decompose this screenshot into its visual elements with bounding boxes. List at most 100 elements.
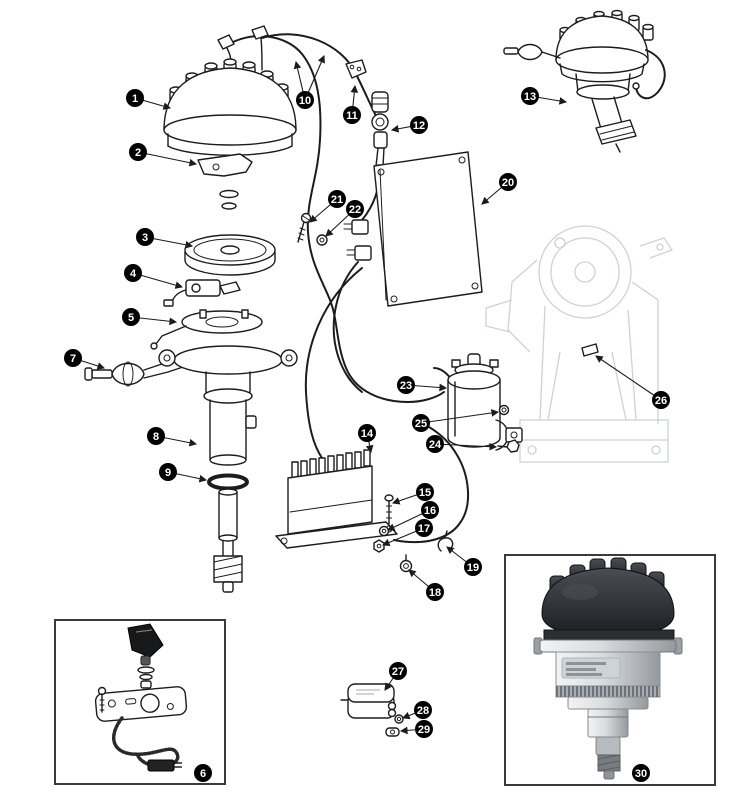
callout-2-balloon[interactable] — [129, 143, 147, 161]
callout-1[interactable]: 1 — [126, 89, 144, 107]
callout-29[interactable]: 29 — [415, 720, 433, 738]
callout-27[interactable]: 27 — [389, 662, 407, 680]
amplifier-heatsink — [275, 449, 398, 549]
callout-1-balloon[interactable] — [126, 89, 144, 107]
callout-16-balloon[interactable] — [421, 501, 439, 519]
electronic-distributor-box — [504, 554, 716, 786]
callout-25-leader — [420, 409, 500, 424]
callout-21-balloon[interactable] — [328, 190, 346, 208]
drive-shaft-gear — [213, 488, 243, 593]
callout-3-balloon[interactable] — [136, 228, 154, 246]
pickup-module — [163, 279, 241, 307]
callout-24[interactable]: 24 — [426, 435, 444, 453]
callout-10-balloon[interactable] — [296, 91, 314, 109]
ignition-module — [343, 151, 483, 307]
coil-bracket — [495, 419, 523, 453]
callout-28[interactable]: 28 — [414, 701, 432, 719]
distributor-body — [158, 345, 298, 466]
callout-24-balloon[interactable] — [426, 435, 444, 453]
module-grommet — [385, 727, 400, 737]
callout-26-leader — [595, 355, 662, 401]
callout-4[interactable]: 4 — [124, 264, 142, 282]
o-ring — [207, 473, 249, 491]
callout-30[interactable]: 30 — [632, 764, 650, 782]
mounting-screw — [297, 212, 312, 243]
callout-13-balloon[interactable] — [521, 87, 539, 105]
callout-11[interactable]: 11 — [343, 106, 361, 124]
callout-9[interactable]: 9 — [159, 463, 177, 481]
callout-24-leader — [434, 442, 498, 451]
ghost-engine-mount — [485, 225, 673, 463]
callout-8-balloon[interactable] — [147, 427, 165, 445]
distributor-assembly — [503, 9, 666, 153]
callout-26-balloon[interactable] — [652, 391, 670, 409]
callout-12-balloon[interactable] — [410, 116, 428, 134]
callout-10[interactable]: 10 — [296, 91, 314, 109]
callout-4-balloon[interactable] — [124, 264, 142, 282]
callout-25[interactable]: 25 — [412, 414, 430, 432]
ignition-coil — [447, 353, 501, 448]
callout-22-balloon[interactable] — [346, 200, 364, 218]
callout-19-balloon[interactable] — [464, 558, 482, 576]
callout-14-balloon[interactable] — [358, 424, 376, 442]
callout-20-balloon[interactable] — [499, 173, 517, 191]
callout-13[interactable]: 13 — [521, 87, 539, 105]
electronic-distributor — [533, 557, 683, 780]
callout-7[interactable]: 7 — [64, 349, 82, 367]
amp-nut — [373, 539, 385, 553]
module-washer — [394, 714, 404, 724]
base-plate — [150, 309, 263, 350]
callout-19[interactable]: 19 — [464, 558, 482, 576]
callout-7-balloon[interactable] — [64, 349, 82, 367]
callout-11-balloon[interactable] — [343, 106, 361, 124]
callout-26[interactable]: 26 — [652, 391, 670, 409]
wiring-harness — [225, 33, 470, 544]
callout-17[interactable]: 17 — [415, 519, 433, 537]
ht-leads — [217, 25, 269, 71]
callout-15-balloon[interactable] — [416, 483, 434, 501]
callout-12[interactable]: 12 — [410, 116, 428, 134]
coil-washer — [498, 404, 510, 416]
distributor-cap — [163, 58, 297, 156]
dust-cover — [184, 234, 276, 276]
callout-17-balloon[interactable] — [415, 519, 433, 537]
callout-25-balloon[interactable] — [412, 414, 430, 432]
amp-screw — [384, 494, 394, 525]
callout-8[interactable]: 8 — [147, 427, 165, 445]
callout-14[interactable]: 14 — [358, 424, 376, 442]
spacer-rings — [219, 189, 239, 210]
callout-18-balloon[interactable] — [426, 583, 444, 601]
callout-3[interactable]: 3 — [136, 228, 154, 246]
callout-27-balloon[interactable] — [389, 662, 407, 680]
interface-module — [340, 683, 397, 719]
callout-6-balloon[interactable] — [194, 764, 212, 782]
wire-clip — [437, 530, 454, 552]
callout-9-balloon[interactable] — [159, 463, 177, 481]
callout-2[interactable]: 2 — [129, 143, 147, 161]
plug-connector — [371, 91, 389, 177]
vacuum-kit-parts — [94, 623, 188, 772]
callout-28-balloon[interactable] — [414, 701, 432, 719]
callout-6[interactable]: 6 — [194, 764, 212, 782]
callout-22[interactable]: 22 — [346, 200, 364, 218]
wire-grommet — [399, 554, 413, 573]
callout-20[interactable]: 20 — [499, 173, 517, 191]
rotor-arm — [197, 153, 253, 177]
callout-18[interactable]: 18 — [426, 583, 444, 601]
callout-29-balloon[interactable] — [415, 720, 433, 738]
wedge-key — [581, 343, 599, 357]
callout-2-leader — [137, 151, 198, 167]
amp-washer — [378, 525, 390, 537]
callout-30-balloon[interactable] — [632, 764, 650, 782]
callout-23-balloon[interactable] — [397, 376, 415, 394]
callout-5-balloon[interactable] — [122, 308, 140, 326]
callout-15[interactable]: 15 — [416, 483, 434, 501]
vacuum-kit-box — [54, 619, 226, 785]
callout-23[interactable]: 23 — [397, 376, 415, 394]
exploded-distributor — [84, 25, 298, 593]
callout-5[interactable]: 5 — [122, 308, 140, 326]
callout-21[interactable]: 21 — [328, 190, 346, 208]
mounting-washer — [316, 234, 328, 246]
callout-16[interactable]: 16 — [421, 501, 439, 519]
